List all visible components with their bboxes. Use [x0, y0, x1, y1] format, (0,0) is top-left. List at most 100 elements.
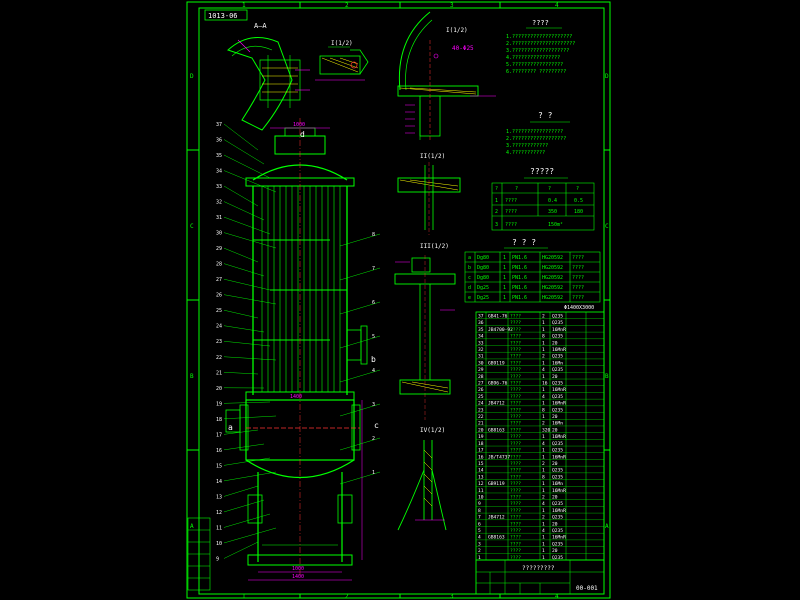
leader-line	[223, 232, 277, 249]
bom-cell: ????	[510, 474, 521, 480]
bom-cell: 20	[552, 340, 558, 346]
bom-cell: JB4712	[488, 515, 505, 521]
grid-bottom-1: 1	[242, 593, 246, 600]
bom-cell: Q235	[552, 515, 563, 521]
grid-side-c: C	[190, 223, 194, 230]
grid-top-2: 2	[345, 2, 349, 9]
leader-line	[223, 471, 277, 482]
bom-cell: 14	[478, 468, 484, 474]
bom-cell: 32	[478, 347, 484, 353]
bom-cell: 1	[542, 468, 545, 474]
bom-cell: 13	[478, 474, 484, 480]
nozzle-letter-b: b	[371, 355, 376, 364]
bom-cell: Q235	[552, 381, 563, 387]
bom-cell: 1	[542, 374, 545, 380]
tech-h-3: ?	[548, 186, 551, 192]
bom-cell: ????	[510, 314, 521, 320]
bom-cell: 4	[478, 535, 481, 541]
grid-side-b-right: B	[605, 373, 609, 380]
detail-middle-column: II(1/2) III(1/2) IV(1/2)	[394, 153, 461, 531]
bom-cell: 1	[478, 555, 481, 561]
part-balloon: 5	[372, 334, 375, 340]
leader-line	[223, 201, 265, 221]
bom-cell: ????	[510, 354, 521, 360]
bom-cell: 8	[478, 508, 481, 514]
bom-cell: 2	[542, 314, 545, 320]
bom-cell: 20	[552, 521, 558, 527]
bom-cell: 320	[542, 427, 551, 433]
bom-cell: ????	[510, 541, 521, 547]
detail-i-title: I(1/2)	[331, 40, 353, 47]
part-balloon: 34	[216, 169, 222, 175]
part-balloon: 1	[372, 470, 375, 476]
leader-line	[223, 499, 265, 513]
bom-cell: 1	[542, 401, 545, 407]
nozzle-cell: 1	[503, 255, 506, 261]
tech-r3-c4: 150m²	[548, 222, 563, 228]
leader-line	[223, 294, 277, 305]
part-balloon: 28	[216, 262, 222, 268]
bom-cell: 1	[542, 481, 545, 487]
part-balloon: 36	[216, 138, 222, 144]
nozzle-letter-d: d	[300, 130, 305, 139]
bom-cell: ????	[510, 528, 521, 534]
bom-cell: JB4700-92	[488, 327, 513, 333]
part-balloon: 37	[216, 122, 222, 128]
bom-cell: 10	[478, 494, 484, 500]
bom-cell: Q235	[552, 320, 563, 326]
bom-cell: 16Mn	[552, 421, 563, 427]
bom-cell: Q235	[552, 468, 563, 474]
bom-cell: ????	[510, 320, 521, 326]
bom-cell: ????	[510, 555, 521, 561]
grid-side-d: D	[190, 73, 194, 80]
bom-cell: 16MnR	[552, 327, 566, 333]
bom-cell: ????	[510, 494, 521, 500]
tech-r2-c4: 180	[574, 209, 583, 215]
bom-cell: 37	[478, 314, 484, 320]
bom-cell: ????	[510, 401, 521, 407]
part-balloon: 29	[216, 246, 222, 252]
bom-cell: JB4712	[488, 401, 505, 407]
bom-cell: 1	[542, 448, 545, 454]
bom-cell: Q235	[552, 541, 563, 547]
bom-cell: Q235	[552, 448, 563, 454]
bom-cell: 2	[542, 354, 545, 360]
requirements-block: ? ? 1.????????????????? 2.??????????????…	[506, 111, 570, 156]
bom-cell: 26	[478, 387, 484, 393]
nozzle-cell: Dg80	[477, 265, 489, 271]
bom-cell: 16MnR	[552, 387, 566, 393]
bom-cell: 25	[478, 394, 484, 400]
tech-r2-c3: 350	[548, 209, 557, 215]
bom-cell: GB8163	[488, 427, 505, 433]
part-balloon: 17	[216, 432, 222, 438]
nozzle-table-title: ? ? ?	[512, 238, 536, 247]
bom-cell: ????	[510, 421, 521, 427]
bom-cell: 1	[542, 327, 545, 333]
nozzle-cell: Dg25	[477, 295, 489, 301]
bom-cell: 8	[542, 407, 545, 413]
dim-bottom-2: 1400	[292, 574, 304, 580]
nozzle-cell: 1	[503, 295, 506, 301]
leader-line	[223, 278, 271, 291]
tech-r1-c3: 0.4	[548, 198, 557, 204]
requirements-title: ? ?	[538, 111, 553, 120]
title-block-drawing-no: 00-001	[576, 585, 598, 592]
leader-line	[223, 372, 259, 375]
vessel-leaders: 3736353433323130292827262524232221201918…	[216, 122, 381, 562]
grid-side-d-right: D	[605, 73, 609, 80]
part-balloon: 26	[216, 293, 222, 299]
bom-cell: ????	[510, 414, 521, 420]
bom-cell: 15	[478, 461, 484, 467]
bom-cell: ????	[510, 521, 521, 527]
bom-cell: 35	[478, 327, 484, 333]
bom-cell: 1	[542, 541, 545, 547]
bom-cell: ????	[510, 334, 521, 340]
part-balloon: 16	[216, 448, 222, 454]
part-balloon: 22	[216, 355, 222, 361]
nozzle-cell: PN1.6	[512, 265, 527, 271]
part-balloon: 20	[216, 386, 222, 392]
bom-cell: 16MnR	[552, 401, 566, 407]
